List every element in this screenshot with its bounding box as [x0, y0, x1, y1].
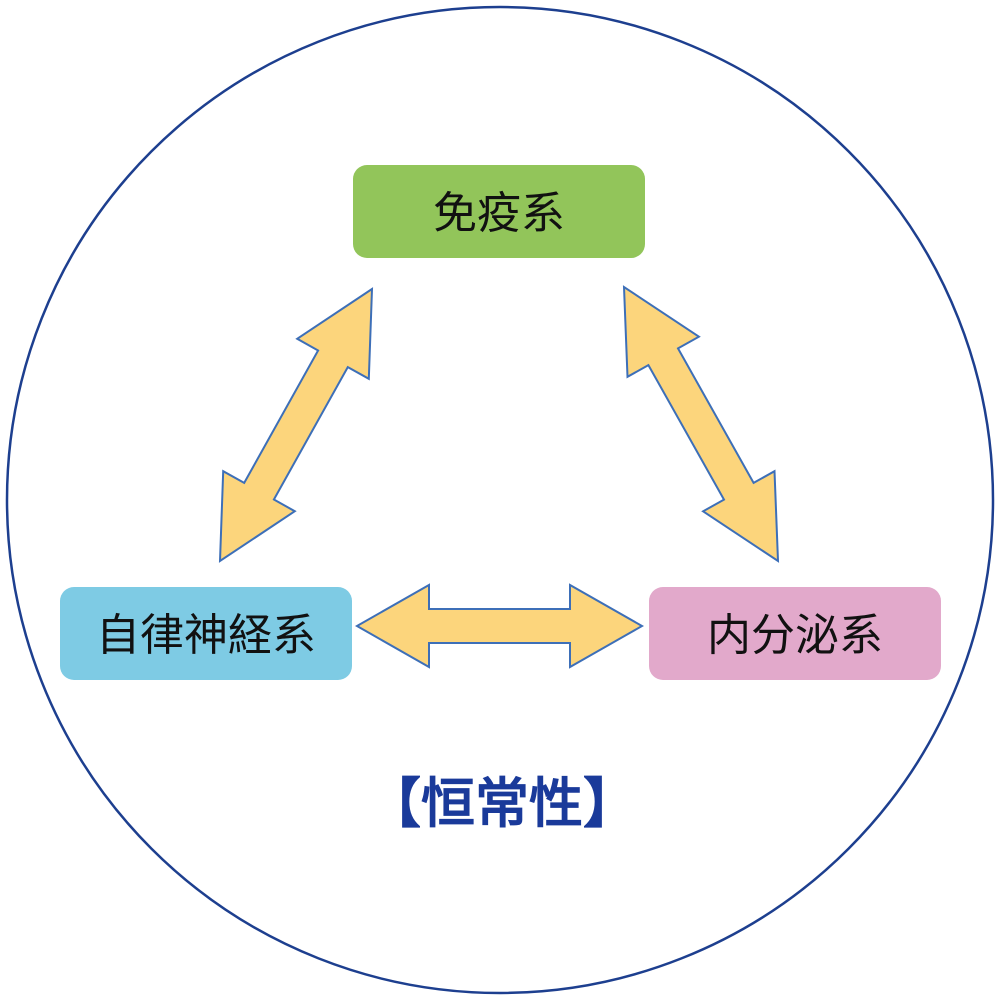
node-immune-box: [353, 165, 645, 258]
node-immune: 免疫系: [353, 165, 645, 258]
arrow-autonomic-endocrine: [354, 583, 645, 669]
node-endocrine-box: [649, 587, 941, 680]
node-autonomic-label: 自律神経系: [96, 610, 316, 661]
arrow-immune-autonomic: [218, 287, 374, 563]
node-autonomic-box: [60, 587, 352, 680]
arrow-immune-endocrine: [622, 285, 780, 563]
outer-circle: [5, 5, 995, 995]
node-immune-label: 免疫系: [433, 188, 565, 239]
node-endocrine: 内分泌系: [649, 587, 941, 680]
caption-homeostasis: 【恒常性】: [367, 772, 637, 835]
node-endocrine-label: 内分泌系: [707, 610, 883, 661]
node-autonomic: 自律神経系: [60, 587, 352, 680]
